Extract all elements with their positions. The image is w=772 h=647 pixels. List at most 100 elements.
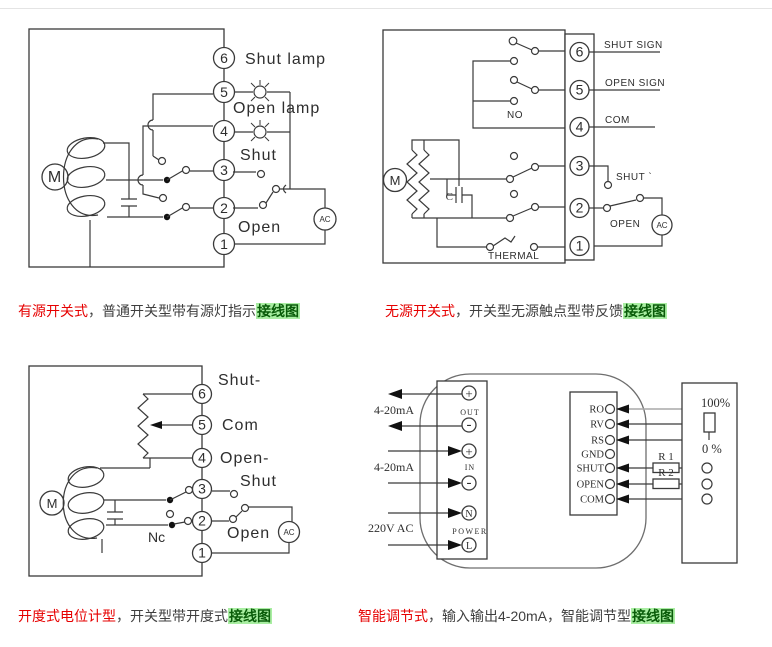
terminal-strip: [564, 33, 595, 261]
caption-tag: 接线图: [228, 608, 272, 624]
label-0-percent: 0 %: [702, 442, 722, 456]
open-lamp-icon: [234, 80, 290, 102]
terminal-2: 2: [576, 200, 584, 216]
terminal-6: 6: [198, 386, 206, 402]
label-nc: Nc: [148, 529, 165, 545]
label-open-lamp: Open lamp: [233, 100, 320, 117]
label-com: COM: [605, 115, 630, 126]
label-power: POWER: [452, 527, 488, 536]
terminal-n: N: [465, 509, 472, 520]
motor-label: M: [47, 496, 58, 511]
terminal-out-plus: +: [465, 386, 472, 401]
label-open: Open: [227, 525, 270, 542]
label-rv: RV: [590, 420, 604, 431]
winding-resistor: [418, 149, 430, 215]
resistor-r1: [652, 462, 680, 474]
signal-board-terminals: RO RV RS GND SHUT OPEN COM: [577, 403, 616, 506]
ac-selector-switch: [233, 169, 326, 210]
terminal-6: 6: [220, 50, 228, 66]
controller-housing: [419, 373, 647, 569]
shut-lamp-icon: [234, 120, 290, 142]
terminal-column: 6 5 4 3 2 1: [569, 41, 590, 257]
label-shut-lamp: Shut lamp: [245, 51, 326, 68]
terminal-4: 4: [220, 123, 228, 139]
terminal-3: 3: [576, 158, 584, 174]
terminal-5: 5: [220, 84, 228, 100]
label-in-current: 4-20mA: [374, 460, 414, 474]
label-shut: SHUT: [577, 464, 605, 475]
wire-hop: [137, 174, 144, 186]
label-open: OPEN: [577, 480, 605, 491]
label-open-minus: Open-: [220, 450, 269, 467]
resistor-r2: [652, 478, 680, 490]
terminal-5: 5: [198, 417, 206, 433]
motor-label: M: [48, 169, 62, 186]
caption-potentiometer: 开度式电位计型，开关型带开度式接线图: [18, 606, 272, 626]
limit-switch-upper: [157, 156, 213, 184]
label-shut: SHUT `: [616, 171, 652, 183]
caption-tag: 接线图: [631, 608, 676, 624]
terminal-2: 2: [220, 200, 228, 216]
limit-switch-lower: [165, 509, 193, 529]
terminal-5: 5: [576, 82, 584, 98]
label-shut-minus: Shut-: [218, 372, 261, 389]
terminal-4: 4: [198, 450, 206, 466]
terminal-3: 3: [220, 162, 228, 178]
label-in: IN: [465, 463, 475, 472]
terminal-out-minus: -: [467, 417, 472, 433]
limit-switch-upper: [166, 485, 194, 504]
caption-type: 开度式电位计型: [18, 608, 116, 624]
diagram-potentiometer-type: M Nc: [28, 365, 301, 577]
ac-label: AC: [319, 215, 330, 224]
signal-arrows: [388, 389, 462, 550]
label-out: OUT: [460, 408, 479, 417]
signal-board: [569, 391, 618, 516]
label-r2: R 2: [658, 467, 674, 479]
motor-symbol: [382, 167, 408, 193]
winding-resistor: [406, 149, 418, 215]
capacitor: [107, 500, 123, 525]
motor-symbol: [39, 490, 65, 516]
terminal-3: 3: [198, 481, 206, 497]
ac-source: [277, 520, 301, 544]
terminal-l: L: [466, 541, 472, 552]
label-shut-sign: SHUT SIGN: [604, 40, 663, 51]
top-divider: [0, 8, 772, 9]
wiper-arrow: [150, 421, 162, 429]
io-terminals: + - OUT + - IN N L POWER: [452, 385, 488, 553]
caption-type: 有源开关式: [18, 303, 88, 319]
label-gnd: GND: [581, 450, 604, 461]
caption-intelligent: 智能调节式，输入输出4-20mA，智能调节型接线图: [358, 606, 676, 626]
caption-desc: ，普通开关型带有源灯指示: [88, 303, 256, 319]
label-100-percent: 100%: [701, 396, 730, 410]
capacitor: C: [446, 179, 473, 218]
label-supply: 220V AC: [368, 521, 413, 535]
feedback-pot: [703, 412, 716, 433]
signal-switches: NO: [472, 36, 570, 129]
ac-label: AC: [656, 221, 667, 230]
label-open: OPEN: [610, 219, 640, 230]
caption-type: 智能调节式: [358, 608, 428, 624]
terminal-4: 4: [576, 119, 584, 135]
terminal-1: 1: [576, 238, 584, 254]
winding-arc: [62, 138, 99, 216]
caption-active-switch: 有源开关式，普通开关型带有源灯指示接线图: [18, 301, 300, 321]
label-out-current: 4-20mA: [374, 403, 414, 417]
winding-arc: [62, 467, 98, 539]
terminal-in-plus: +: [465, 444, 472, 459]
terminal-6: 6: [576, 44, 584, 60]
motor-label: M: [390, 173, 401, 188]
terminal-1: 1: [220, 236, 228, 252]
label-r1: R 1: [658, 451, 674, 463]
potentiometer: [137, 393, 193, 459]
diagram-active-switch-type: M: [28, 28, 337, 268]
diagram-intelligent-regulator: + - OUT + - IN N L POWER 4-20mA 4-20mA: [368, 373, 738, 569]
terminal-column: 6 5 4 3 2 1: [212, 46, 236, 256]
limit-switch-lower: [158, 193, 213, 221]
label-com: COM: [580, 495, 605, 506]
label-open-sign: OPEN SIGN: [605, 78, 665, 89]
thermal-switch: THERMAL: [436, 218, 566, 262]
capacitor-label: C: [446, 191, 453, 203]
